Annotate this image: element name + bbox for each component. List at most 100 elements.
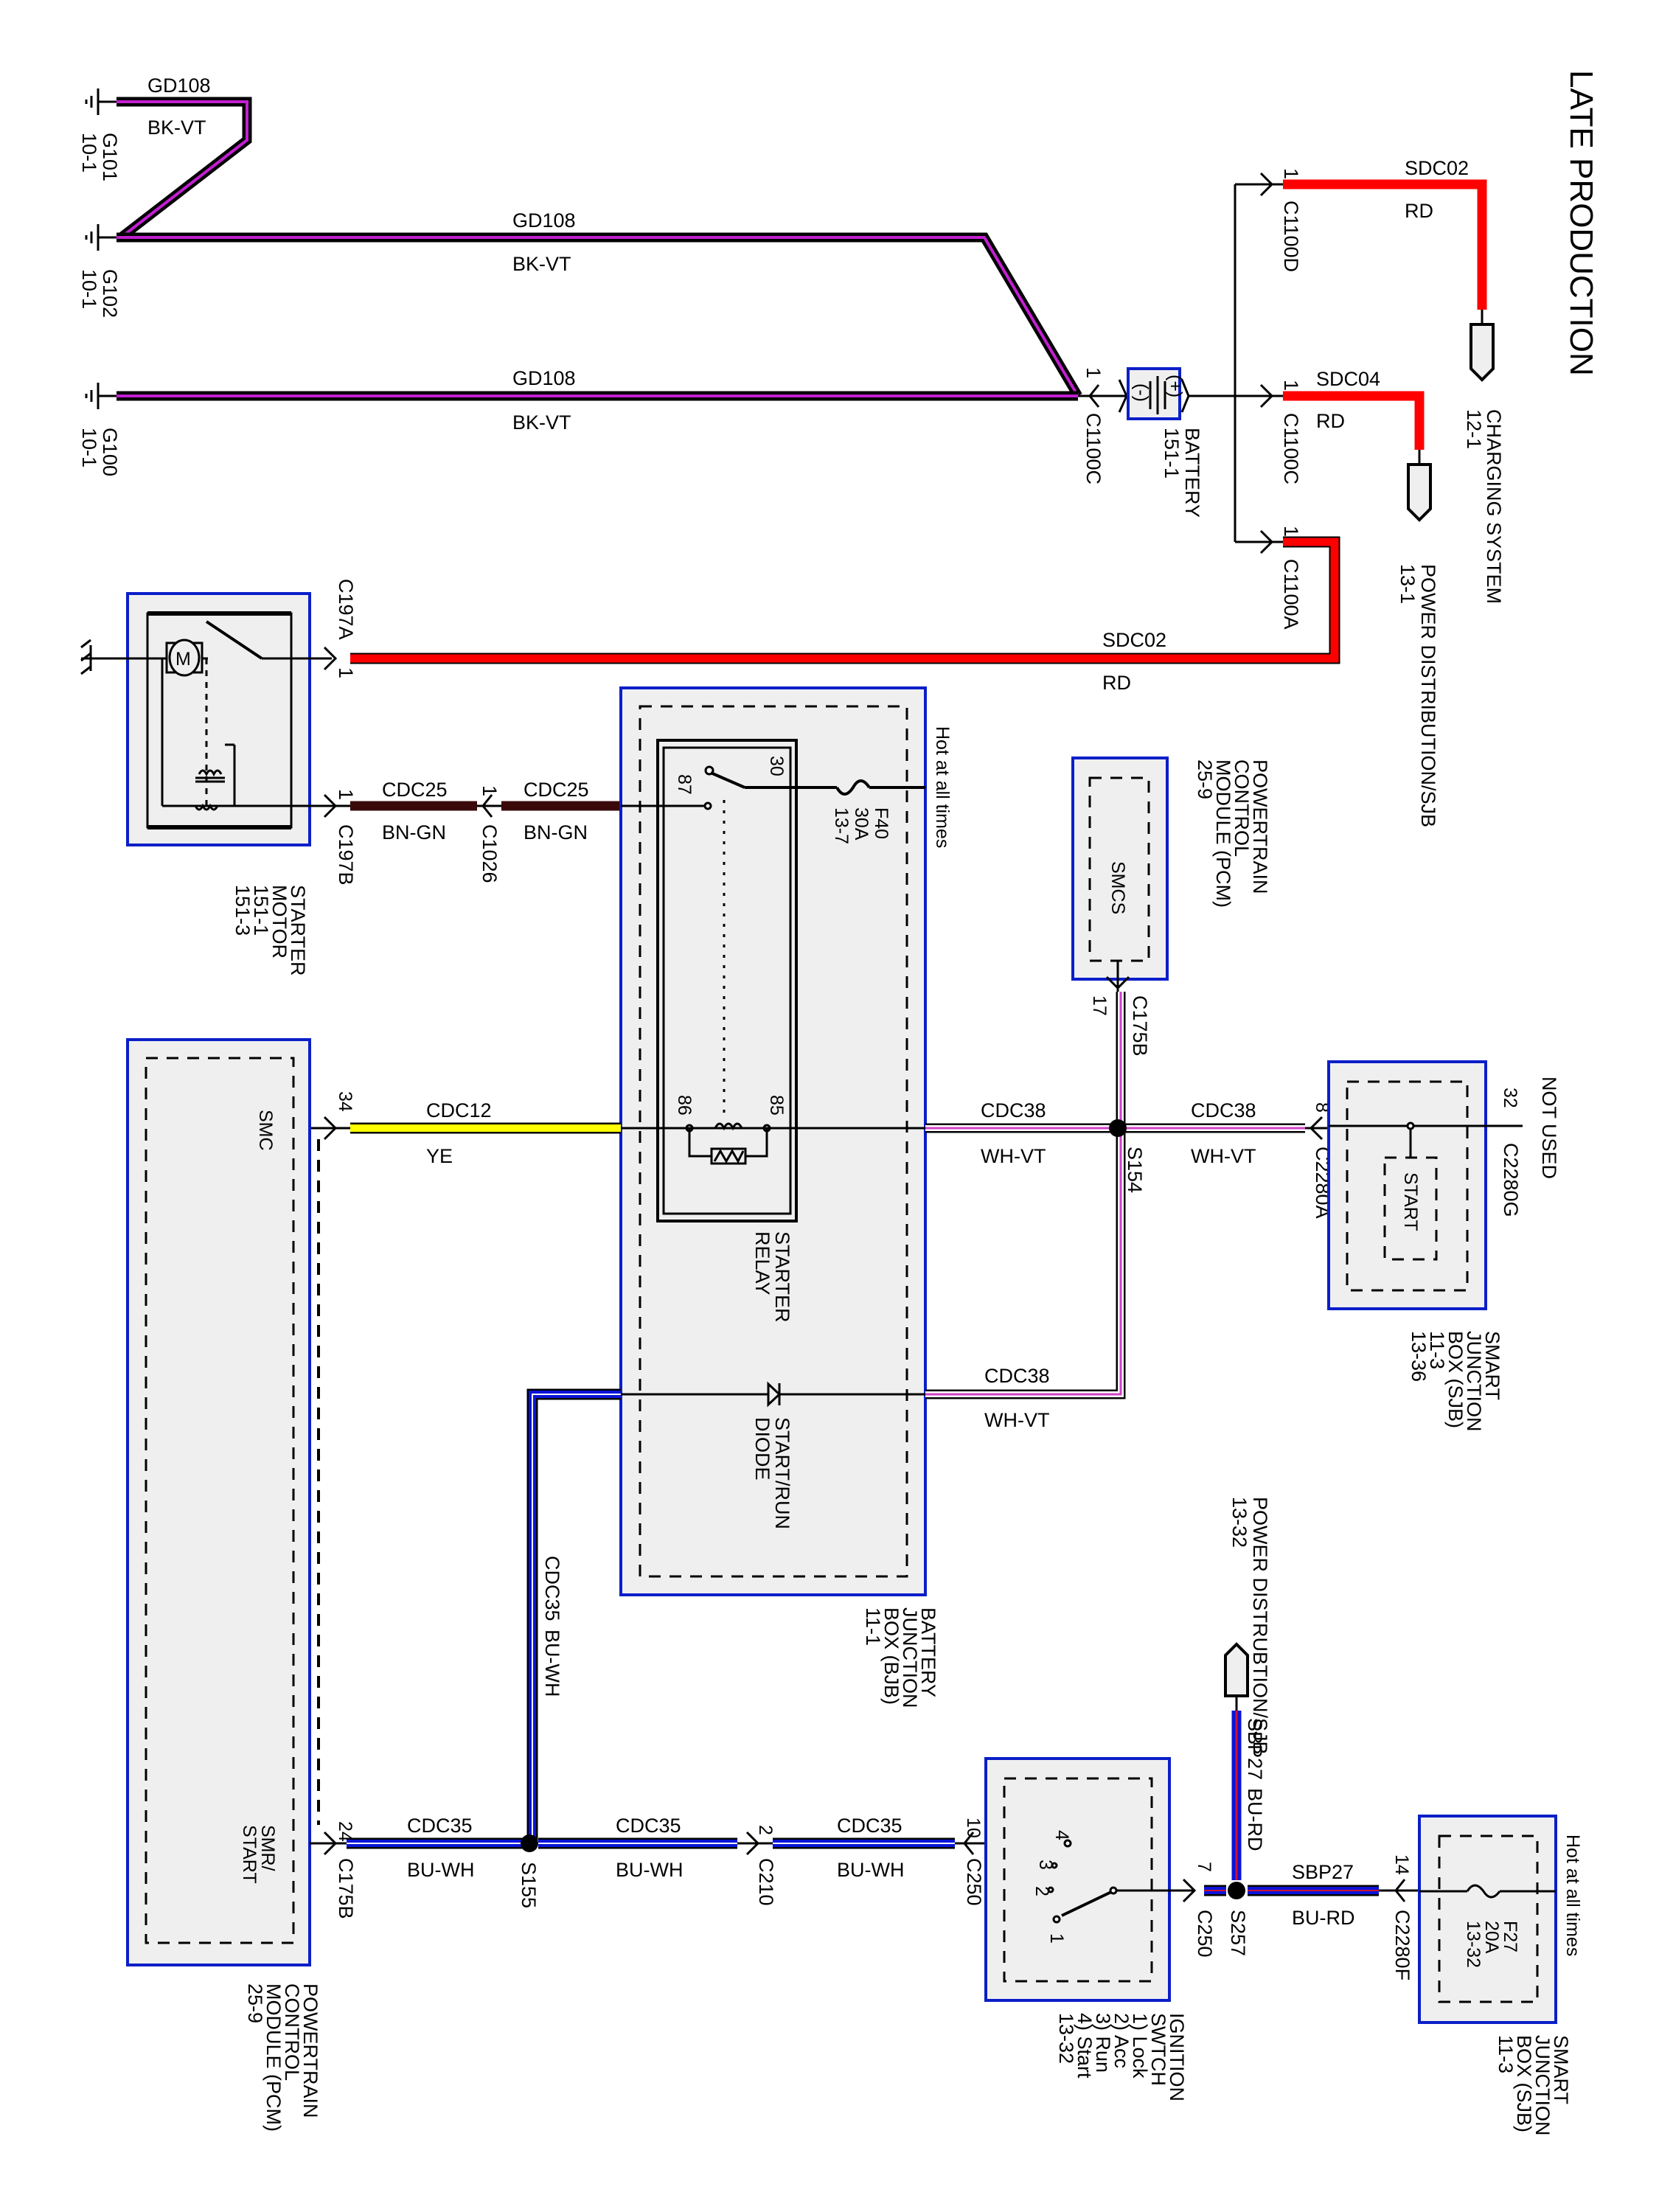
connector-arrow-icon xyxy=(1259,383,1274,408)
ground-g102: G102 10-1 xyxy=(78,224,121,318)
smart-junction-box-bottom[interactable]: F27 20A 13-32 Hot at all times SMART JUN… xyxy=(1418,1815,1583,2136)
connector-id: C250 xyxy=(963,1858,985,1906)
fuse-rating: 20A xyxy=(1481,1921,1502,1954)
wire-gd108-g100[interactable]: GD108 BK-VT xyxy=(116,367,1078,434)
wire-cdc35-c[interactable]: CDC35 BU-WH xyxy=(773,1815,955,1881)
connector-c250-7[interactable]: 7 C250 xyxy=(1182,1862,1216,1958)
hot-at-all-times-label: Hot at all times xyxy=(932,726,953,848)
battery[interactable]: (-) (+) BATTERY 151-1 xyxy=(1127,367,1203,518)
pcm-pin-smc: SMC xyxy=(255,1110,276,1151)
connector-arrow-icon xyxy=(323,793,338,818)
connector-c175b-17[interactable]: 17 C175B xyxy=(1089,975,1151,1057)
battery-icon xyxy=(1149,376,1166,414)
wire-sdc02-starter[interactable]: SDC02 RD xyxy=(350,536,1340,694)
wire-gd108-g102[interactable]: GD108 BK-VT xyxy=(116,209,1082,399)
connector-power-distribution-bottom[interactable]: POWER DISTRUBTION/SJB 13-32 xyxy=(1224,1497,1271,1755)
battery-junction-box[interactable]: 30 87 86 85 STARTER RELAY xyxy=(619,686,953,1708)
wire-circuit: CDC38 xyxy=(981,1099,1046,1121)
wire-circuit: CDC12 xyxy=(426,1099,492,1121)
wire-sdc04[interactable]: SDC04 RD xyxy=(1283,368,1425,465)
wire-color: RD xyxy=(1405,200,1433,222)
connector-id: C1100A xyxy=(1280,559,1302,630)
component-ref: 13-32 xyxy=(1228,1497,1251,1548)
fuse-ref: 13-32 xyxy=(1463,1921,1484,1968)
svg-text:M: M xyxy=(175,649,191,669)
connector-c197a[interactable]: C197A 1 xyxy=(323,579,357,678)
fuse-f40[interactable]: F40 30A 13-7 xyxy=(745,779,925,844)
starter-relay[interactable]: 30 87 86 85 STARTER RELAY xyxy=(621,739,798,1323)
diode-name-2: DIODE xyxy=(751,1417,773,1481)
connector-c1100d[interactable]: 1 C1100D xyxy=(1259,168,1302,272)
ignition-ref: 13-32 xyxy=(1055,2013,1077,2064)
splice-id: S154 xyxy=(1124,1147,1146,1193)
wire-sbp27-vertical[interactable]: SBP27 BU-RD xyxy=(1231,1696,1266,1880)
fuse-f27[interactable]: F27 20A 13-32 xyxy=(1419,1884,1556,1968)
connector-pin: 17 xyxy=(1089,995,1110,1016)
connector-pin: 14 xyxy=(1391,1854,1412,1875)
wire-cdc25-b[interactable]: CDC25 BN-GN xyxy=(501,779,621,844)
connector-id: C1100D xyxy=(1280,201,1302,272)
splice-s257[interactable]: S257 xyxy=(1227,1882,1249,1956)
connector-arrow-icon xyxy=(963,1832,975,1855)
wire-color: BK-VT xyxy=(512,411,571,434)
connector-id: C1100C xyxy=(1280,413,1302,484)
connector-c2280f[interactable]: 14 C2280F xyxy=(1379,1854,1419,1980)
sjb-name: SMART xyxy=(1550,2035,1572,2104)
splice-id: S155 xyxy=(518,1862,540,1908)
connector-c210[interactable]: 2 C210 xyxy=(737,1825,777,1906)
connector-c1026[interactable]: 1 C1026 xyxy=(477,785,501,883)
wire-circuit: GD108 xyxy=(512,367,576,389)
sjb-ref-2: 13-36 xyxy=(1408,1331,1430,1382)
wire-gd108-g101[interactable]: GD108 BK-VT xyxy=(116,74,252,242)
connector-c1100c-neg[interactable]: 1 C1100C xyxy=(1078,367,1128,484)
connector-c175b-34[interactable]: 34 xyxy=(323,1091,355,1141)
connector-charging-system[interactable]: CHARGING SYSTEM 12-1 xyxy=(1463,323,1505,604)
connector-c1100a[interactable]: 1 C1100A xyxy=(1259,526,1302,630)
ignition-pos-acc: 2) Acc xyxy=(1110,2013,1133,2068)
offpage-connector-icon xyxy=(1224,1642,1249,1697)
connector-arrow-icon xyxy=(1394,1879,1406,1902)
wire-cdc35-b[interactable]: CDC35 BU-WH xyxy=(538,1815,737,1881)
smart-junction-box-top[interactable]: START SMART JUNCTION BOX (SJB) 11-3 13-3… xyxy=(1327,1060,1523,1432)
wire-circuit: CDC35 xyxy=(541,1556,563,1621)
relay-pin-86: 86 xyxy=(674,1095,695,1116)
splice-s154[interactable]: S154 xyxy=(1109,1119,1146,1193)
starter-motor[interactable]: M STARTER MOTOR 151-1 151-3 xyxy=(80,592,332,976)
ignition-switch[interactable]: 4 3 2 1 IGNITION SWTCH 1) Lock 2) Acc 3)… xyxy=(984,1757,1194,2101)
splice-s155[interactable]: S155 xyxy=(518,1834,540,1908)
wire-cdc38-c[interactable]: CDC38 WH-VT xyxy=(925,992,1126,1431)
wire-cdc12[interactable]: CDC12 YE xyxy=(350,1099,621,1167)
connector-c197b[interactable]: 1 C197B xyxy=(323,789,357,886)
connector-power-distribution-top[interactable]: POWER DISTRIBUTION/SJB 13-1 xyxy=(1397,463,1439,827)
connector-arrow-icon xyxy=(1259,172,1274,197)
wire-cdc38-a[interactable]: CDC38 WH-VT xyxy=(925,1099,1114,1167)
connector-c250-10[interactable]: 10 C250 xyxy=(955,1818,1069,1906)
sjb-name-2: JUNCTION xyxy=(1463,1331,1485,1432)
wire-color: BN-GN xyxy=(524,821,588,844)
wire-cdc35-vertical[interactable]: CDC35 BU-WH xyxy=(526,1388,621,1843)
component-name-2: MOTOR xyxy=(268,885,291,959)
connector-pin: 1 xyxy=(1082,367,1105,378)
connector-c2280g: 32 C2280G NOT USED xyxy=(1500,1077,1560,1217)
connector-arrow-icon xyxy=(1309,1116,1324,1141)
ignition-pos-run: 3) Run xyxy=(1092,2013,1114,2073)
pcm-smcs[interactable]: SMCS POWERTRAIN CONTROL MODULE (PCM) 25-… xyxy=(1071,757,1271,992)
wire-cdc35-a[interactable]: CDC35 BU-WH xyxy=(347,1815,527,1881)
connector-arrow-icon xyxy=(1105,975,1130,990)
connector-pin: 7 xyxy=(1194,1862,1214,1872)
start-run-diode[interactable]: START/RUN DIODE xyxy=(621,1381,925,1529)
connector-id: C197B xyxy=(335,824,357,886)
connector-pin: 1 xyxy=(335,667,357,678)
relay-pin-85: 85 xyxy=(766,1095,787,1116)
ground-id: G102 xyxy=(99,269,121,318)
fuse-ref: 13-7 xyxy=(831,807,852,844)
wire-cdc25-a[interactable]: CDC25 BN-GN xyxy=(310,779,477,844)
ignition-pin-2: 2 xyxy=(1032,1886,1052,1896)
connector-pin: 1 xyxy=(479,785,501,796)
wire-sbp27-horizontal[interactable]: SBP27 BU-RD xyxy=(1248,1861,1379,1929)
connector-c1100c-pos[interactable]: 1 C1100C xyxy=(1259,380,1302,484)
connector-c175b-24[interactable]: 24 C175B xyxy=(310,1821,357,1919)
wire-sdc02-charging[interactable]: SDC02 RD xyxy=(1283,157,1487,324)
wire-cdc38-b[interactable]: CDC38 WH-VT xyxy=(1114,1099,1305,1167)
pcm-main[interactable]: SMC SMR/ START POWERTRAIN CONTROL MODULE… xyxy=(126,1038,321,2132)
